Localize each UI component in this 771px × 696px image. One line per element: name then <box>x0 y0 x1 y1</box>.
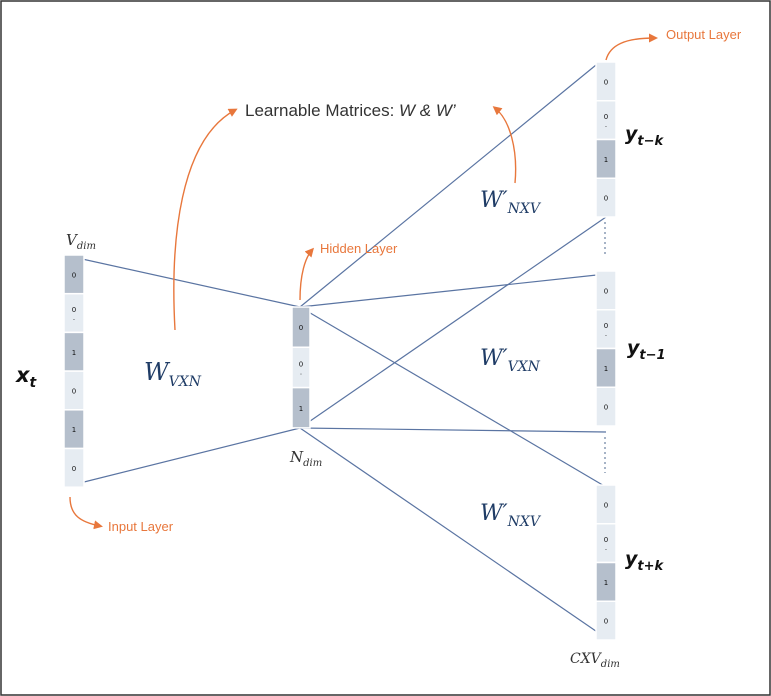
input-layer-label: Input Layer <box>108 519 174 534</box>
line-input-top-to-hidden <box>63 254 301 308</box>
arrow-input-layer <box>69 496 103 530</box>
title-prefix: Learnable Matrices: <box>245 101 399 120</box>
weight-w-vxn: WVXN <box>144 358 202 390</box>
cxvdim-main: CXV <box>570 651 603 667</box>
output-var-label-2: yt−1 <box>627 337 666 363</box>
line-hidden-to-out1-top <box>299 64 597 308</box>
input-cell-3-value: 0 <box>72 387 76 395</box>
output-layer-label: Output Layer <box>666 27 742 42</box>
output1-cell-0-value: 0 <box>604 78 608 86</box>
output-var-1-main: y <box>625 123 639 145</box>
output3-cell-3 <box>595 600 617 641</box>
title-math: W & W’ <box>399 101 456 120</box>
hidden-cell-0-value: 0 <box>299 324 303 332</box>
weight-wprime-top-sub: NXV <box>507 201 542 217</box>
output2-cell-0-value: 0 <box>604 287 608 295</box>
output-var-2-sub: t−1 <box>639 348 665 363</box>
output-var-label-1: yt−k <box>625 123 664 149</box>
line-hidden-to-out1-bottom <box>299 216 607 429</box>
output1-cell-1-value: . <box>605 121 607 129</box>
output-vector-t-plus-k: 00.10 <box>595 484 617 641</box>
line-hidden-to-out2-top <box>299 273 607 308</box>
cxvdim-label: CXVdim <box>570 651 620 670</box>
weight-wprime-bot-sub: NXV <box>507 514 542 530</box>
output3-cell-1-value: 0 <box>604 536 608 544</box>
hidden-layer-label: Hidden Layer <box>320 241 398 256</box>
output3-cell-0-value: 0 <box>604 501 608 509</box>
output-vector-t-minus-k: 00.10 <box>595 61 617 218</box>
connection-lines <box>63 64 607 639</box>
weight-wprime-bot: W′NXV <box>480 501 542 530</box>
ndim-main: N <box>289 448 304 466</box>
input-cell-1-value: 0 <box>72 306 76 314</box>
output1-cell-2-value: 1 <box>604 156 608 164</box>
output-var-label-3: yt+k <box>625 548 664 574</box>
output2-cell-1-value: . <box>605 330 607 338</box>
arrow-w-to-title <box>173 108 238 331</box>
weight-wprime-top: W′NXV <box>480 188 542 217</box>
line-hidden-to-out3-top <box>299 306 607 488</box>
input-cell-1-value: . <box>73 314 75 322</box>
output2-cell-3-value: 0 <box>604 404 608 412</box>
input-cell-2-value: 1 <box>72 349 76 357</box>
vdim-main: V <box>66 231 79 249</box>
output2-cell-1-value: 0 <box>604 322 608 330</box>
learnable-matrices-title: Learnable Matrices: W & W’ <box>245 101 456 120</box>
input-vector: 0 0. 1 0 1 0 <box>63 254 85 488</box>
input-var-sub: t <box>30 375 38 391</box>
output-var-3-sub: t+k <box>637 559 664 574</box>
input-var-label: xt <box>15 363 38 391</box>
output1-cell-1-value: 0 <box>604 113 608 121</box>
weight-wprime-mid-main: W′ <box>480 346 508 371</box>
input-cell-5 <box>63 447 85 488</box>
line-hidden-to-out2-bottom <box>299 427 607 433</box>
hidden-cell-2 <box>291 386 311 429</box>
output3-cell-2-value: 1 <box>604 579 608 587</box>
vdim-label: Vdim <box>66 231 96 252</box>
cxvdim-sub: dim <box>601 659 620 670</box>
line-hidden-to-out3-bottom <box>299 427 607 639</box>
output2-cell-2-value: 1 <box>604 365 608 373</box>
weight-wprime-top-main: W′ <box>480 188 508 213</box>
weight-wprime-bot-main: W′ <box>480 501 508 526</box>
output-var-2-main: y <box>627 337 641 359</box>
ndim-label: Ndim <box>289 448 322 469</box>
input-cell-0-value: 0 <box>72 271 76 279</box>
output3-cell-1-value: . <box>605 544 607 552</box>
hidden-cell-1-value: 0 <box>299 360 303 368</box>
ndim-sub: dim <box>303 458 322 469</box>
arrow-hidden-layer <box>299 247 314 301</box>
output-var-1-sub: t−k <box>637 134 664 149</box>
hidden-cell-1-value: . <box>300 368 302 376</box>
line-input-bottom-to-hidden <box>63 427 301 488</box>
output-vector-t-minus-1: 00.10 <box>595 270 617 427</box>
output1-cell-3 <box>595 177 617 218</box>
output2-cell-3 <box>595 386 617 427</box>
hidden-vector: 00.1 <box>291 306 311 429</box>
weight-wprime-mid: W′VXN <box>480 346 541 375</box>
weight-w-vxn-main: W <box>144 358 171 386</box>
weight-w-vxn-sub: VXN <box>169 374 202 390</box>
output1-cell-3-value: 0 <box>604 195 608 203</box>
output3-cell-3-value: 0 <box>604 618 608 626</box>
hidden-cell-2-value: 1 <box>299 405 303 413</box>
input-var-main: x <box>15 363 31 387</box>
vdim-sub: dim <box>77 241 96 252</box>
arrow-wprime-to-title <box>492 106 517 184</box>
weight-wprime-mid-sub: VXN <box>508 359 541 375</box>
arrow-output-layer <box>605 33 658 61</box>
output-var-3-main: y <box>625 548 639 570</box>
input-cell-4-value: 1 <box>72 426 76 434</box>
input-cell-5-value: 0 <box>72 465 76 473</box>
